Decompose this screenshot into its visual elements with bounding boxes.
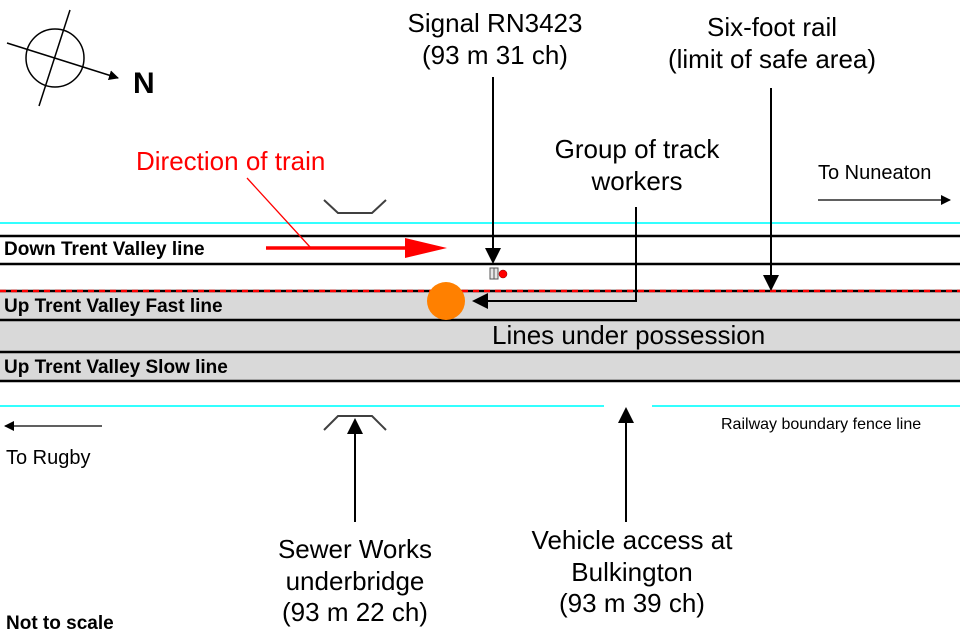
not-to-scale-note: Not to scale	[6, 613, 114, 634]
track-label-up-fast: Up Trent Valley Fast line	[4, 296, 223, 317]
track-workers-line1: Group of track	[554, 134, 720, 164]
signal-label: Signal RN3423 (93 m 31 ch)	[408, 8, 583, 71]
vehicle-access-mileage: (93 m 39 ch)	[559, 588, 705, 619]
direction-of-train-arrow	[266, 238, 447, 258]
vehicle-access-location: Bulkington	[571, 556, 693, 587]
north-arrow-compass-icon	[6, 9, 119, 107]
underbridge-label: Sewer Works underbridge (93 m 22 ch)	[278, 534, 432, 629]
underbridge-name: Sewer Works	[277, 534, 433, 564]
track-workers-label: Group of track workers	[555, 134, 720, 197]
six-foot-note: (limit of safe area)	[667, 43, 877, 74]
to-rugby-label: To Rugby	[6, 447, 91, 469]
track-label-up-slow: Up Trent Valley Slow line	[4, 357, 228, 378]
to-nuneaton-label: To Nuneaton	[818, 162, 932, 184]
fence-label: Railway boundary fence line	[721, 416, 922, 433]
track-workers-marker	[427, 282, 465, 320]
underbridge-type: underbridge	[285, 565, 425, 596]
track-workers-line2: workers	[591, 165, 683, 196]
six-foot-title: Six-foot rail	[706, 12, 838, 42]
vehicle-access-label: Vehicle access at Bulkington (93 m 39 ch…	[532, 525, 733, 620]
underbridge-symbol-bottom	[323, 415, 387, 431]
possession-label: Lines under possession	[492, 320, 766, 350]
vehicle-access-title: Vehicle access at	[531, 525, 733, 555]
six-foot-label: Six-foot rail (limit of safe area)	[668, 12, 876, 75]
track-workers-pointer-arrow	[472, 207, 637, 309]
direction-of-train-label: Direction of train	[136, 146, 326, 176]
direction-leader-line	[246, 177, 311, 248]
underbridge-symbol-top	[323, 199, 387, 214]
north-label: N	[133, 67, 155, 100]
signal-mileage: (93 m 31 ch)	[422, 39, 568, 70]
underbridge-mileage: (93 m 22 ch)	[282, 597, 428, 628]
signal-icon	[489, 267, 508, 280]
track-label-down-trent-valley: Down Trent Valley line	[4, 239, 205, 260]
signal-name: Signal RN3423	[407, 8, 583, 38]
